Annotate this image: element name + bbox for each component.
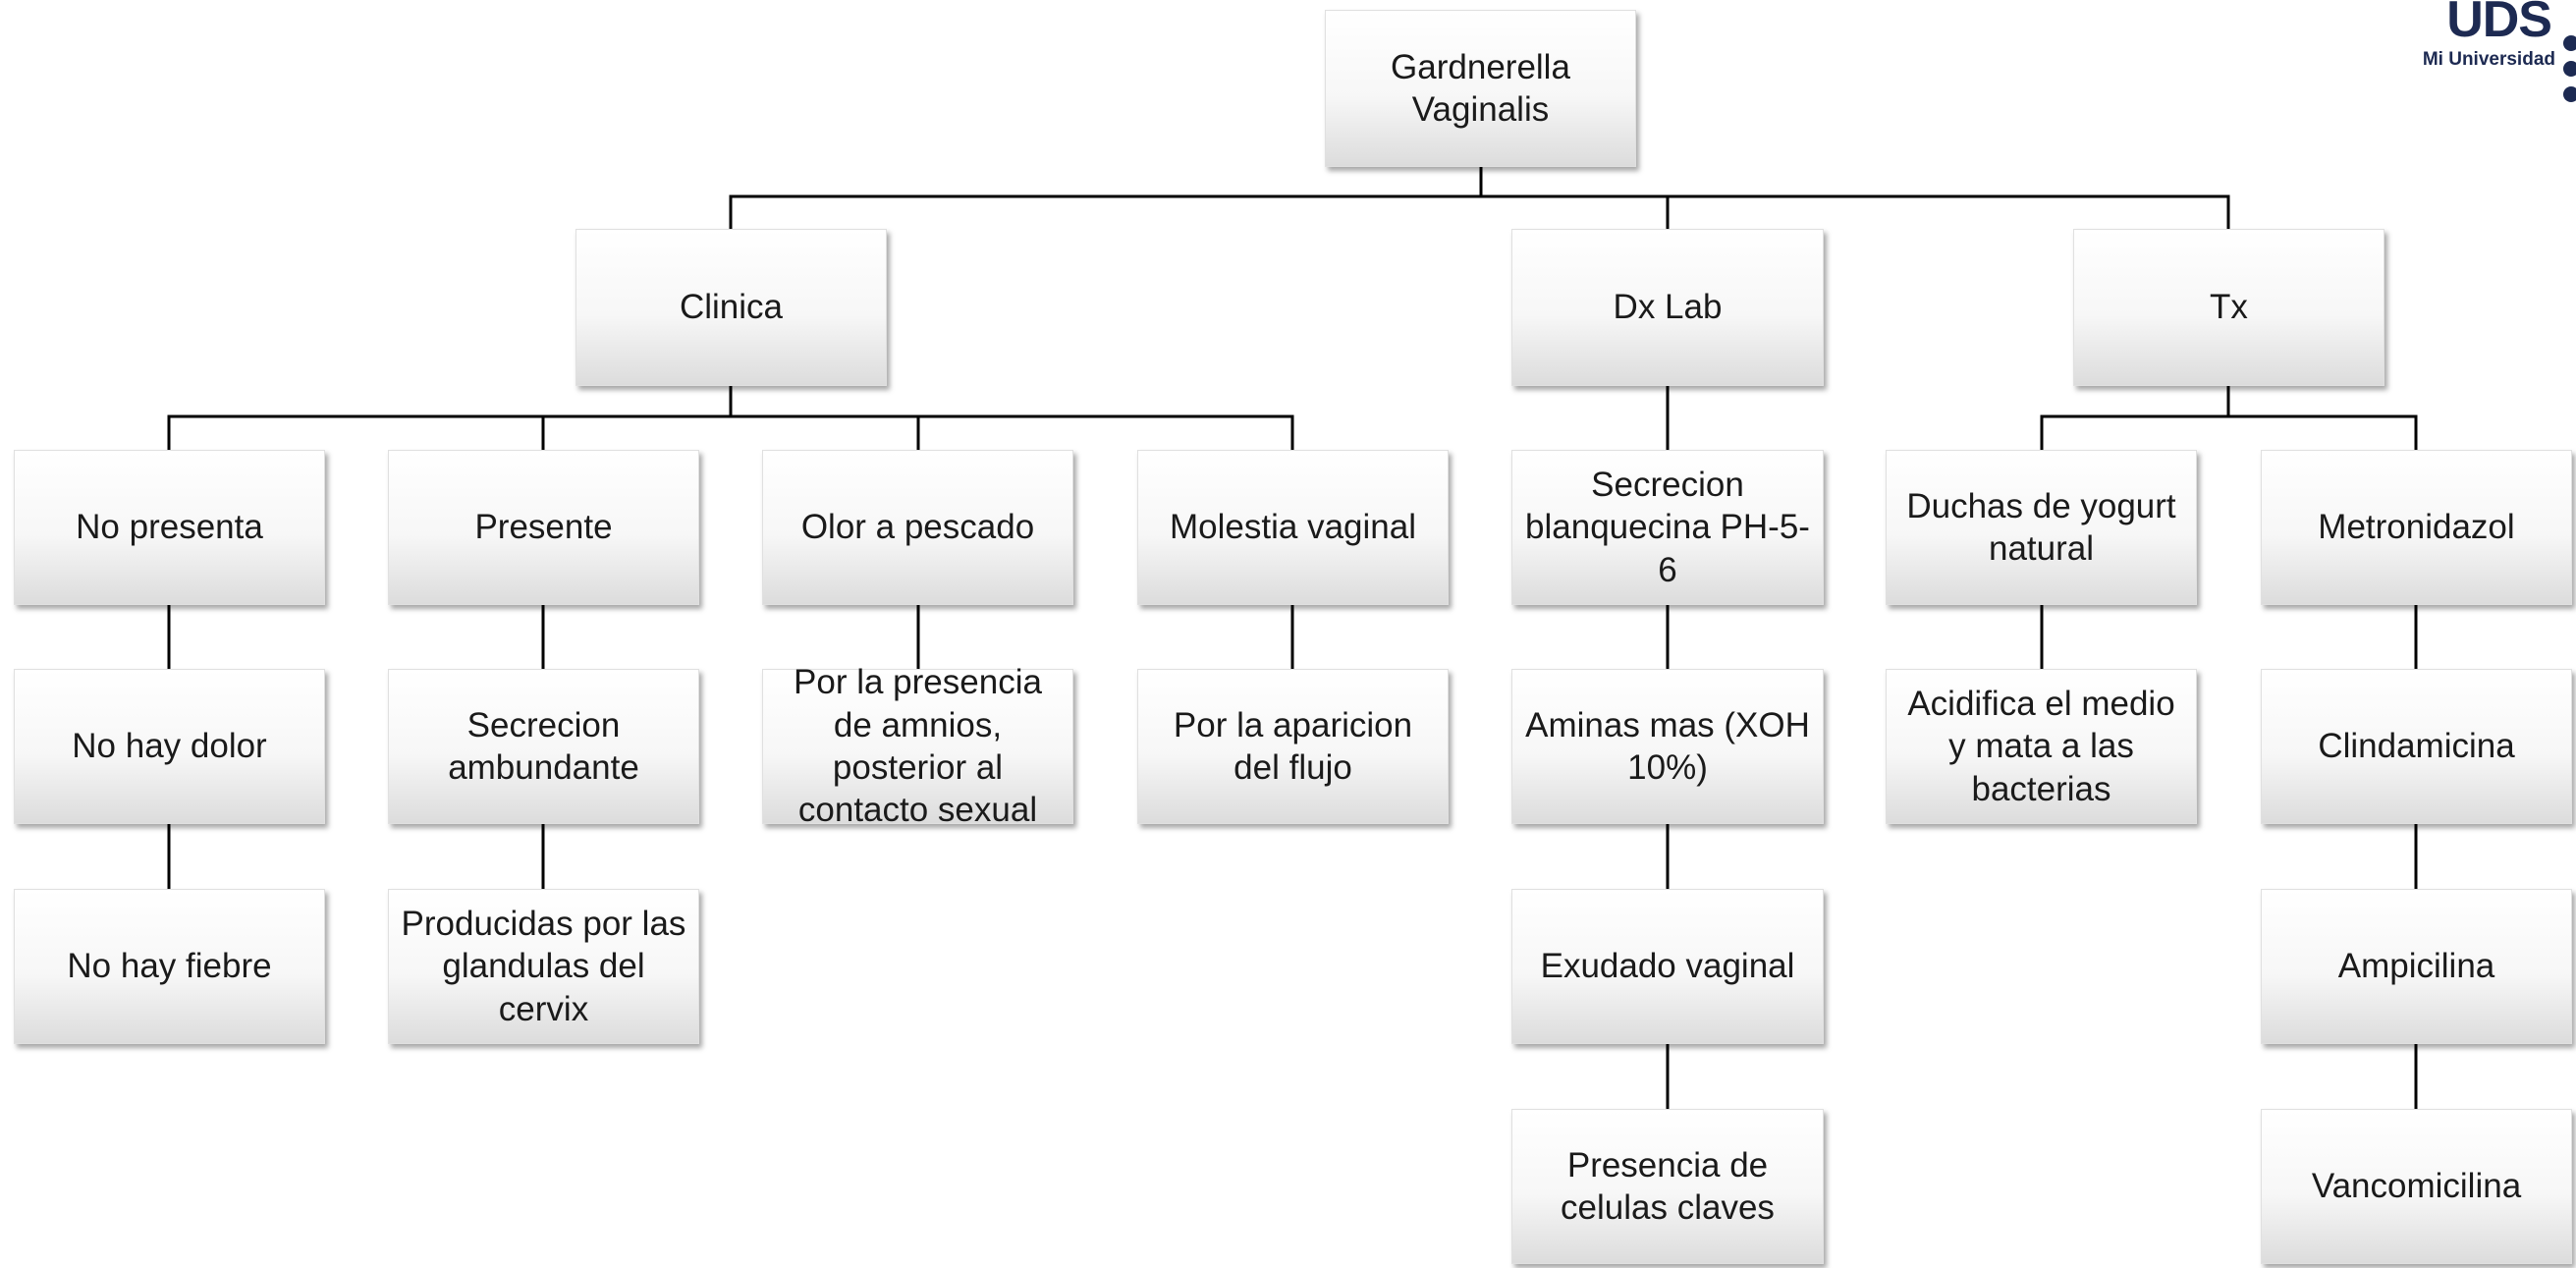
node-secrecion-blanquecina-label: Secrecion blanquecina PH-5-6	[1525, 465, 1810, 589]
node-metronidazol-label: Metronidazol	[2318, 508, 2515, 547]
node-molestia-vaginal: Molestia vaginal	[1137, 450, 1449, 605]
node-celulas-claves-label: Presencia de celulas claves	[1561, 1145, 1775, 1227]
category-tx-label: Tx	[2210, 288, 2248, 327]
node-secrecion-abundante: Secrecion ambundante	[388, 669, 699, 824]
node-aminas-label: Aminas mas (XOH 10%)	[1525, 705, 1810, 787]
node-olor-pescado-label: Olor a pescado	[800, 508, 1035, 547]
node-producidas-glandulas-label: Producidas por las glandulas del cervix	[401, 904, 686, 1028]
node-secrecion-abundante-label: Secrecion ambundante	[448, 705, 639, 787]
category-clinica-label: Clinica	[679, 288, 784, 327]
node-vancomicilina: Vancomicilina	[2261, 1109, 2572, 1264]
node-celulas-claves: Presencia de celulas claves	[1511, 1109, 1824, 1264]
root-label: Gardnerella Vaginalis	[1391, 47, 1570, 129]
node-molestia-vaginal-label: Molestia vaginal	[1170, 508, 1416, 547]
category-tx: Tx	[2073, 229, 2384, 386]
node-presencia-amnios-label: Por la presencia de amnios, posterior al…	[794, 663, 1042, 830]
node-clindamicina-label: Clindamicina	[2318, 727, 2515, 766]
node-ampicilina-label: Ampicilina	[2337, 947, 2495, 986]
node-acidifica: Acidifica el medio y mata a las bacteria…	[1886, 669, 2197, 824]
node-presencia-amnios: Por la presencia de amnios, posterior al…	[762, 663, 1073, 829]
uds-logo-wordmark: UDS	[2446, 0, 2551, 43]
node-no-hay-dolor-label: No hay dolor	[72, 727, 267, 766]
node-ampicilina: Ampicilina	[2261, 889, 2572, 1044]
node-aparicion-flujo: Por la aparicion del flujo	[1137, 669, 1449, 824]
node-duchas-yogurt-label: Duchas de yogurt natural	[1906, 486, 2176, 568]
node-exudado-vaginal-label: Exudado vaginal	[1540, 947, 1795, 986]
node-metronidazol: Metronidazol	[2261, 450, 2572, 605]
node-exudado-vaginal: Exudado vaginal	[1511, 889, 1824, 1044]
node-no-presenta: No presenta	[14, 450, 325, 605]
uds-logo-subtitle: Mi Universidad	[2422, 49, 2555, 70]
node-secrecion-blanquecina: Secrecion blanquecina PH-5-6	[1511, 450, 1824, 605]
node-acidifica-label: Acidifica el medio y mata a las bacteria…	[1907, 684, 2175, 808]
node-vancomicilina-label: Vancomicilina	[2311, 1167, 2522, 1206]
node-no-hay-fiebre: No hay fiebre	[14, 889, 325, 1044]
category-clinica: Clinica	[575, 229, 887, 386]
node-no-hay-fiebre-label: No hay fiebre	[67, 947, 272, 986]
node-olor-pescado: Olor a pescado	[762, 450, 1073, 605]
node-clindamicina: Clindamicina	[2261, 669, 2572, 824]
node-duchas-yogurt: Duchas de yogurt natural	[1886, 450, 2197, 605]
node-presente: Presente	[388, 450, 699, 605]
category-dx-lab: Dx Lab	[1511, 229, 1824, 386]
node-no-presenta-label: No presenta	[76, 508, 263, 547]
uds-logo-dots-icon	[2563, 35, 2576, 102]
category-dx-lab-label: Dx Lab	[1613, 288, 1723, 327]
node-presente-label: Presente	[474, 508, 613, 547]
node-producidas-glandulas: Producidas por las glandulas del cervix	[388, 889, 699, 1044]
node-aminas: Aminas mas (XOH 10%)	[1511, 669, 1824, 824]
node-no-hay-dolor: No hay dolor	[14, 669, 325, 824]
node-aparicion-flujo-label: Por la aparicion del flujo	[1173, 705, 1413, 787]
root-node: Gardnerella Vaginalis	[1325, 10, 1636, 167]
